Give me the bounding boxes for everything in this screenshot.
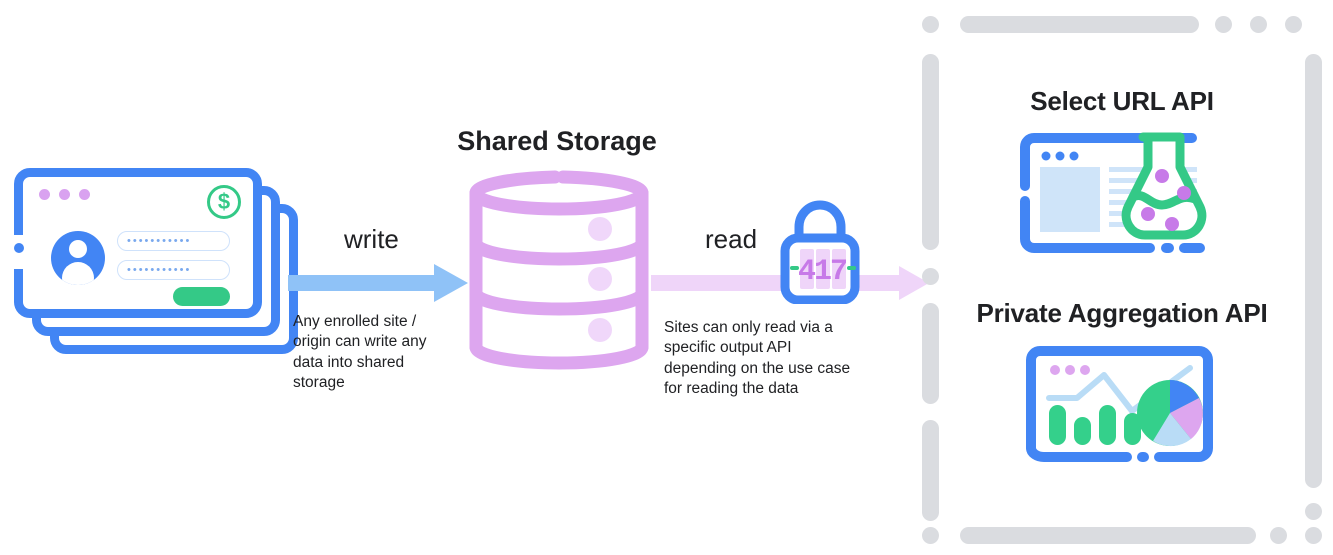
border-dot-icon [1305, 527, 1322, 544]
border-dash-icon [922, 54, 939, 250]
window-dot-icon [79, 189, 90, 200]
window-dots [39, 189, 90, 200]
window-dot-icon [39, 189, 50, 200]
site-cards-stack: $ ••••••••••• ••••••••••• [14, 168, 304, 368]
border-dot-icon [1270, 527, 1287, 544]
api-title: Select URL API [1030, 86, 1214, 116]
window-dot-icon [59, 189, 70, 200]
output-apis-panel: Select URL API [922, 6, 1322, 549]
border-dash-icon [922, 303, 939, 404]
browser-flask-icon [922, 131, 1322, 255]
avatar [51, 231, 105, 285]
border-dot-icon [922, 268, 939, 285]
shared-storage-title: Shared Storage [457, 126, 657, 156]
submit-button[interactable] [173, 287, 230, 306]
border-dot-icon [922, 527, 939, 544]
border-dash-icon [1305, 54, 1322, 488]
border-dot-icon [1215, 16, 1232, 33]
write-label: write [344, 224, 399, 254]
svg-text:7: 7 [830, 255, 848, 289]
write-arrow-icon [288, 264, 468, 302]
dollar-badge-icon: $ [207, 185, 241, 219]
database-cylinder-icon [469, 170, 649, 370]
border-dot-icon [1305, 503, 1322, 520]
read-caption: Sites can only read via a specific outpu… [664, 319, 851, 398]
border-dot-icon [922, 16, 939, 33]
svg-text:4: 4 [798, 255, 816, 289]
api-title: Private Aggregation API [976, 298, 1268, 328]
api-card-private-aggregation[interactable]: Private Aggregation API [922, 298, 1322, 467]
analytics-dashboard-icon [922, 343, 1322, 467]
border-dash-icon [960, 16, 1199, 33]
password-field[interactable]: ••••••••••• [117, 260, 230, 280]
combination-padlock-icon: 4 1 7 [780, 200, 860, 304]
border-dash-icon [922, 420, 939, 521]
site-card-front: $ ••••••••••• ••••••••••• [14, 168, 262, 318]
username-field[interactable]: ••••••••••• [117, 231, 230, 251]
border-dot-icon [1250, 16, 1267, 33]
read-label: read [705, 224, 758, 254]
api-card-select-url[interactable]: Select URL API [922, 86, 1322, 255]
write-caption: Any enrolled site / origin can write any… [293, 313, 427, 392]
border-dash-icon [960, 527, 1256, 544]
border-dot-icon [1285, 16, 1302, 33]
svg-text:1: 1 [814, 255, 832, 289]
card-edge-dot-icon [14, 243, 24, 253]
